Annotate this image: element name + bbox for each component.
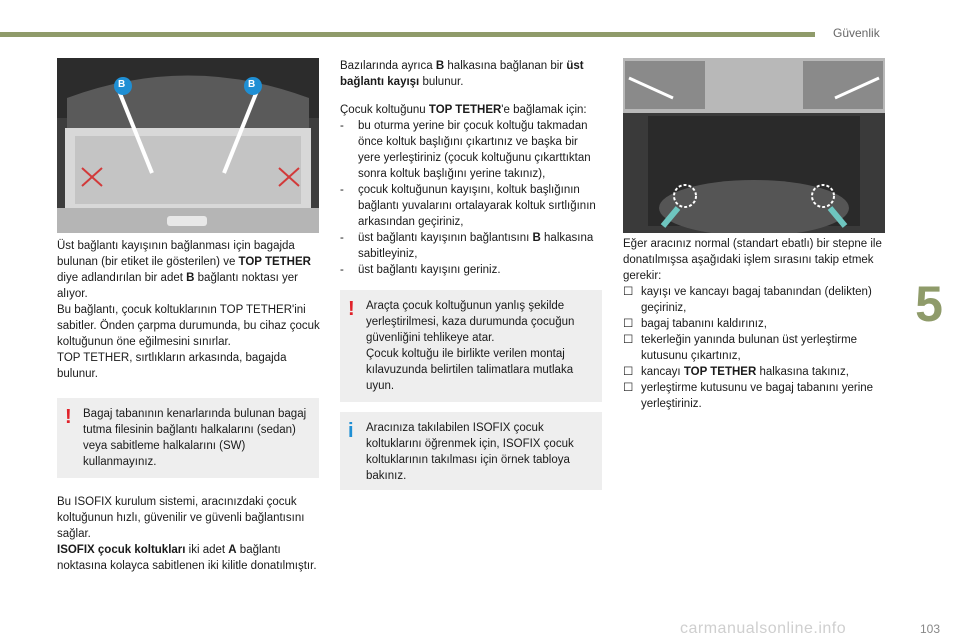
checkbox-bullet-icon: ☐ [623, 318, 634, 330]
trunk-illustration [57, 58, 319, 233]
checkbox-bullet-icon: ☐ [623, 366, 634, 378]
warning-icon: ! [348, 298, 355, 320]
warning-icon: ! [65, 406, 72, 428]
info-icon: i [348, 420, 354, 442]
page-number: 103 [920, 622, 941, 636]
list-item: -üst bağlantı kayışını geriniz. [340, 264, 501, 276]
anchor-label-b-left: B [118, 79, 126, 90]
column-left: Üst bağlantı kayışının bağlanması için b… [57, 238, 322, 382]
warning-box-middle: ! Araçta çocuk koltuğunun yanlış şekilde… [340, 290, 602, 402]
chapter-number: 5 [898, 272, 960, 336]
list-item: ☐tekerleğin yanında bulunan üst yerleşti… [623, 334, 858, 362]
list-item: -üst bağlantı kayışının bağlantısını B h… [340, 232, 594, 260]
spare-wheel-illustration [623, 58, 885, 233]
section-title: Güvenlik [833, 26, 880, 40]
list-item: ☐kayışı ve kancayı bagaj tabanından (del… [623, 286, 872, 314]
procedure-list: ☐kayışı ve kancayı bagaj tabanından (del… [623, 284, 887, 412]
checkbox-bullet-icon: ☐ [623, 286, 634, 298]
steps-list: -bu oturma yerine bir çocuk koltuğu takm… [340, 118, 602, 278]
column-middle: Bazılarında ayrıca B halkasına bağlanan … [340, 58, 602, 278]
list-item: -bu oturma yerine bir çocuk koltuğu takm… [340, 120, 591, 180]
paragraph-top-tether: Üst bağlantı kayışının bağlanması için b… [57, 240, 311, 300]
info-box-middle: i Aracınıza takılabilen ISOFIX çocuk kol… [340, 412, 602, 490]
isofix-paragraphs: Bu ISOFIX kurulum sistemi, aracınızdaki … [57, 496, 317, 572]
intro-paragraph: Bazılarında ayrıca B halkasına bağlanan … [340, 60, 584, 88]
header-bar [0, 32, 815, 37]
paragraph-function: Bu bağlantı, çocuk koltuklarının TOP TET… [57, 304, 320, 348]
list-item: ☐kancayı TOP TETHER halkasına takınız, [623, 366, 849, 378]
list-item: ☐bagaj tabanını kaldırınız, [623, 318, 767, 330]
warning-box-left: ! Bagaj tabanının kenarlarında bulunan b… [57, 398, 319, 478]
list-item: ☐yerleştirme kutusunu ve bagaj tabanını … [623, 382, 874, 410]
spare-wheel-intro: Eğer aracınız normal (standart ebatlı) b… [623, 238, 882, 282]
steps-intro: Çocuk koltuğunu TOP TETHER'e bağlamak iç… [340, 104, 587, 116]
paragraph-location: TOP TETHER, sırtlıkların arkasında, baga… [57, 352, 287, 380]
column-right: Eğer aracınız normal (standart ebatlı) b… [623, 236, 887, 412]
watermark: carmanualsonline.info [680, 620, 847, 637]
checkbox-bullet-icon: ☐ [623, 334, 634, 346]
anchor-label-b-right: B [248, 79, 256, 90]
checkbox-bullet-icon: ☐ [623, 382, 634, 394]
spare-wheel-photo-figure [623, 58, 885, 233]
list-item: -çocuk koltuğunun kayışını, koltuk başlı… [340, 184, 596, 228]
trunk-photo-figure: B B [57, 58, 319, 233]
